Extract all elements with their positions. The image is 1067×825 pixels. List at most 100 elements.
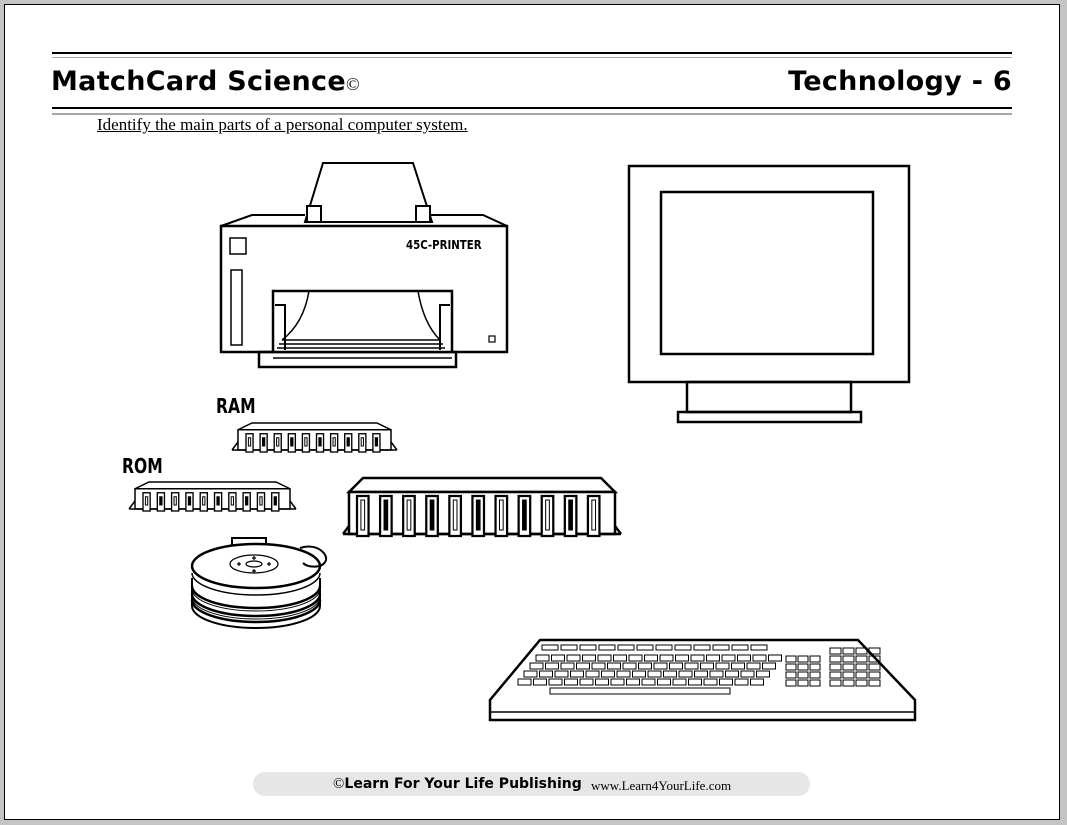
key [740,670,755,678]
key [688,678,702,686]
subject-title: Technology - 6 [788,66,1012,97]
copyright-symbol: © [333,776,345,792]
key [731,662,745,670]
key [617,644,635,651]
key [616,670,631,678]
worksheet-title: MatchCard Science© [51,66,360,97]
printer-icon [219,162,509,369]
key [548,678,563,686]
instruction-text: Identify the main parts of a personal co… [97,115,468,134]
key [653,662,668,670]
key [541,644,559,651]
key [607,662,621,670]
header-bottom-rule-secondary [52,113,1012,115]
key [752,654,767,662]
key [842,647,855,655]
key [647,670,662,678]
key [768,654,782,662]
header-bottom-rule [52,107,1012,109]
key [545,662,559,670]
key [721,654,736,662]
publisher-name: Learn For Your Life Publishing [344,776,582,792]
printer-label: 45C-PRINTER [406,238,482,252]
key [598,644,616,651]
key [597,654,612,662]
cpu-chip-icon [342,476,622,538]
key [529,662,544,670]
key [566,654,581,662]
key [582,654,596,662]
key [855,655,868,663]
key [809,663,821,671]
key [855,663,868,671]
key [632,670,646,678]
key [750,644,768,651]
key [797,671,809,679]
key [785,663,797,671]
rom-label: ROM [122,454,163,478]
key [669,662,683,670]
key [842,655,855,663]
key [636,644,654,651]
keyboard-icon [488,638,917,722]
key [626,678,640,686]
key [638,662,652,670]
key [734,678,749,686]
key [712,644,730,651]
key [613,654,627,662]
top-rule [52,52,1012,54]
key [715,662,730,670]
footer-publisher: ©Learn For Your Life Publishing [333,776,582,793]
key [756,670,770,678]
key [785,671,797,679]
key [684,662,699,670]
key [641,678,656,686]
footer-url[interactable]: www.Learn4YourLife.com [591,778,732,793]
key [709,670,724,678]
key [622,662,637,670]
key [829,663,842,671]
key [829,671,842,679]
ram-label: RAM [216,394,256,418]
key [829,647,842,655]
key [809,655,821,663]
key [706,654,720,662]
key [610,678,625,686]
worksheet-page [4,4,1060,820]
key [785,655,797,663]
key [657,678,671,686]
key [663,670,677,678]
key [725,670,739,678]
key [560,644,578,651]
key [517,678,532,686]
ram-chip-icon [231,422,398,453]
key [855,671,868,679]
key [868,647,881,655]
key [868,655,881,663]
key [554,670,569,678]
key [674,644,692,651]
key [539,670,553,678]
key [809,679,821,687]
key [690,654,705,662]
key [628,654,643,662]
key [585,670,600,678]
key [576,662,590,670]
key [700,662,714,670]
key [659,654,674,662]
key [535,654,550,662]
key [693,644,711,651]
key [762,662,776,670]
key [785,679,797,687]
key [591,662,606,670]
key [564,678,578,686]
copyright-symbol: © [345,74,360,94]
key [842,663,855,671]
key [549,687,731,695]
top-rule-secondary [52,57,1012,58]
key [829,679,842,687]
key [675,654,689,662]
key [655,644,673,651]
key [829,655,842,663]
